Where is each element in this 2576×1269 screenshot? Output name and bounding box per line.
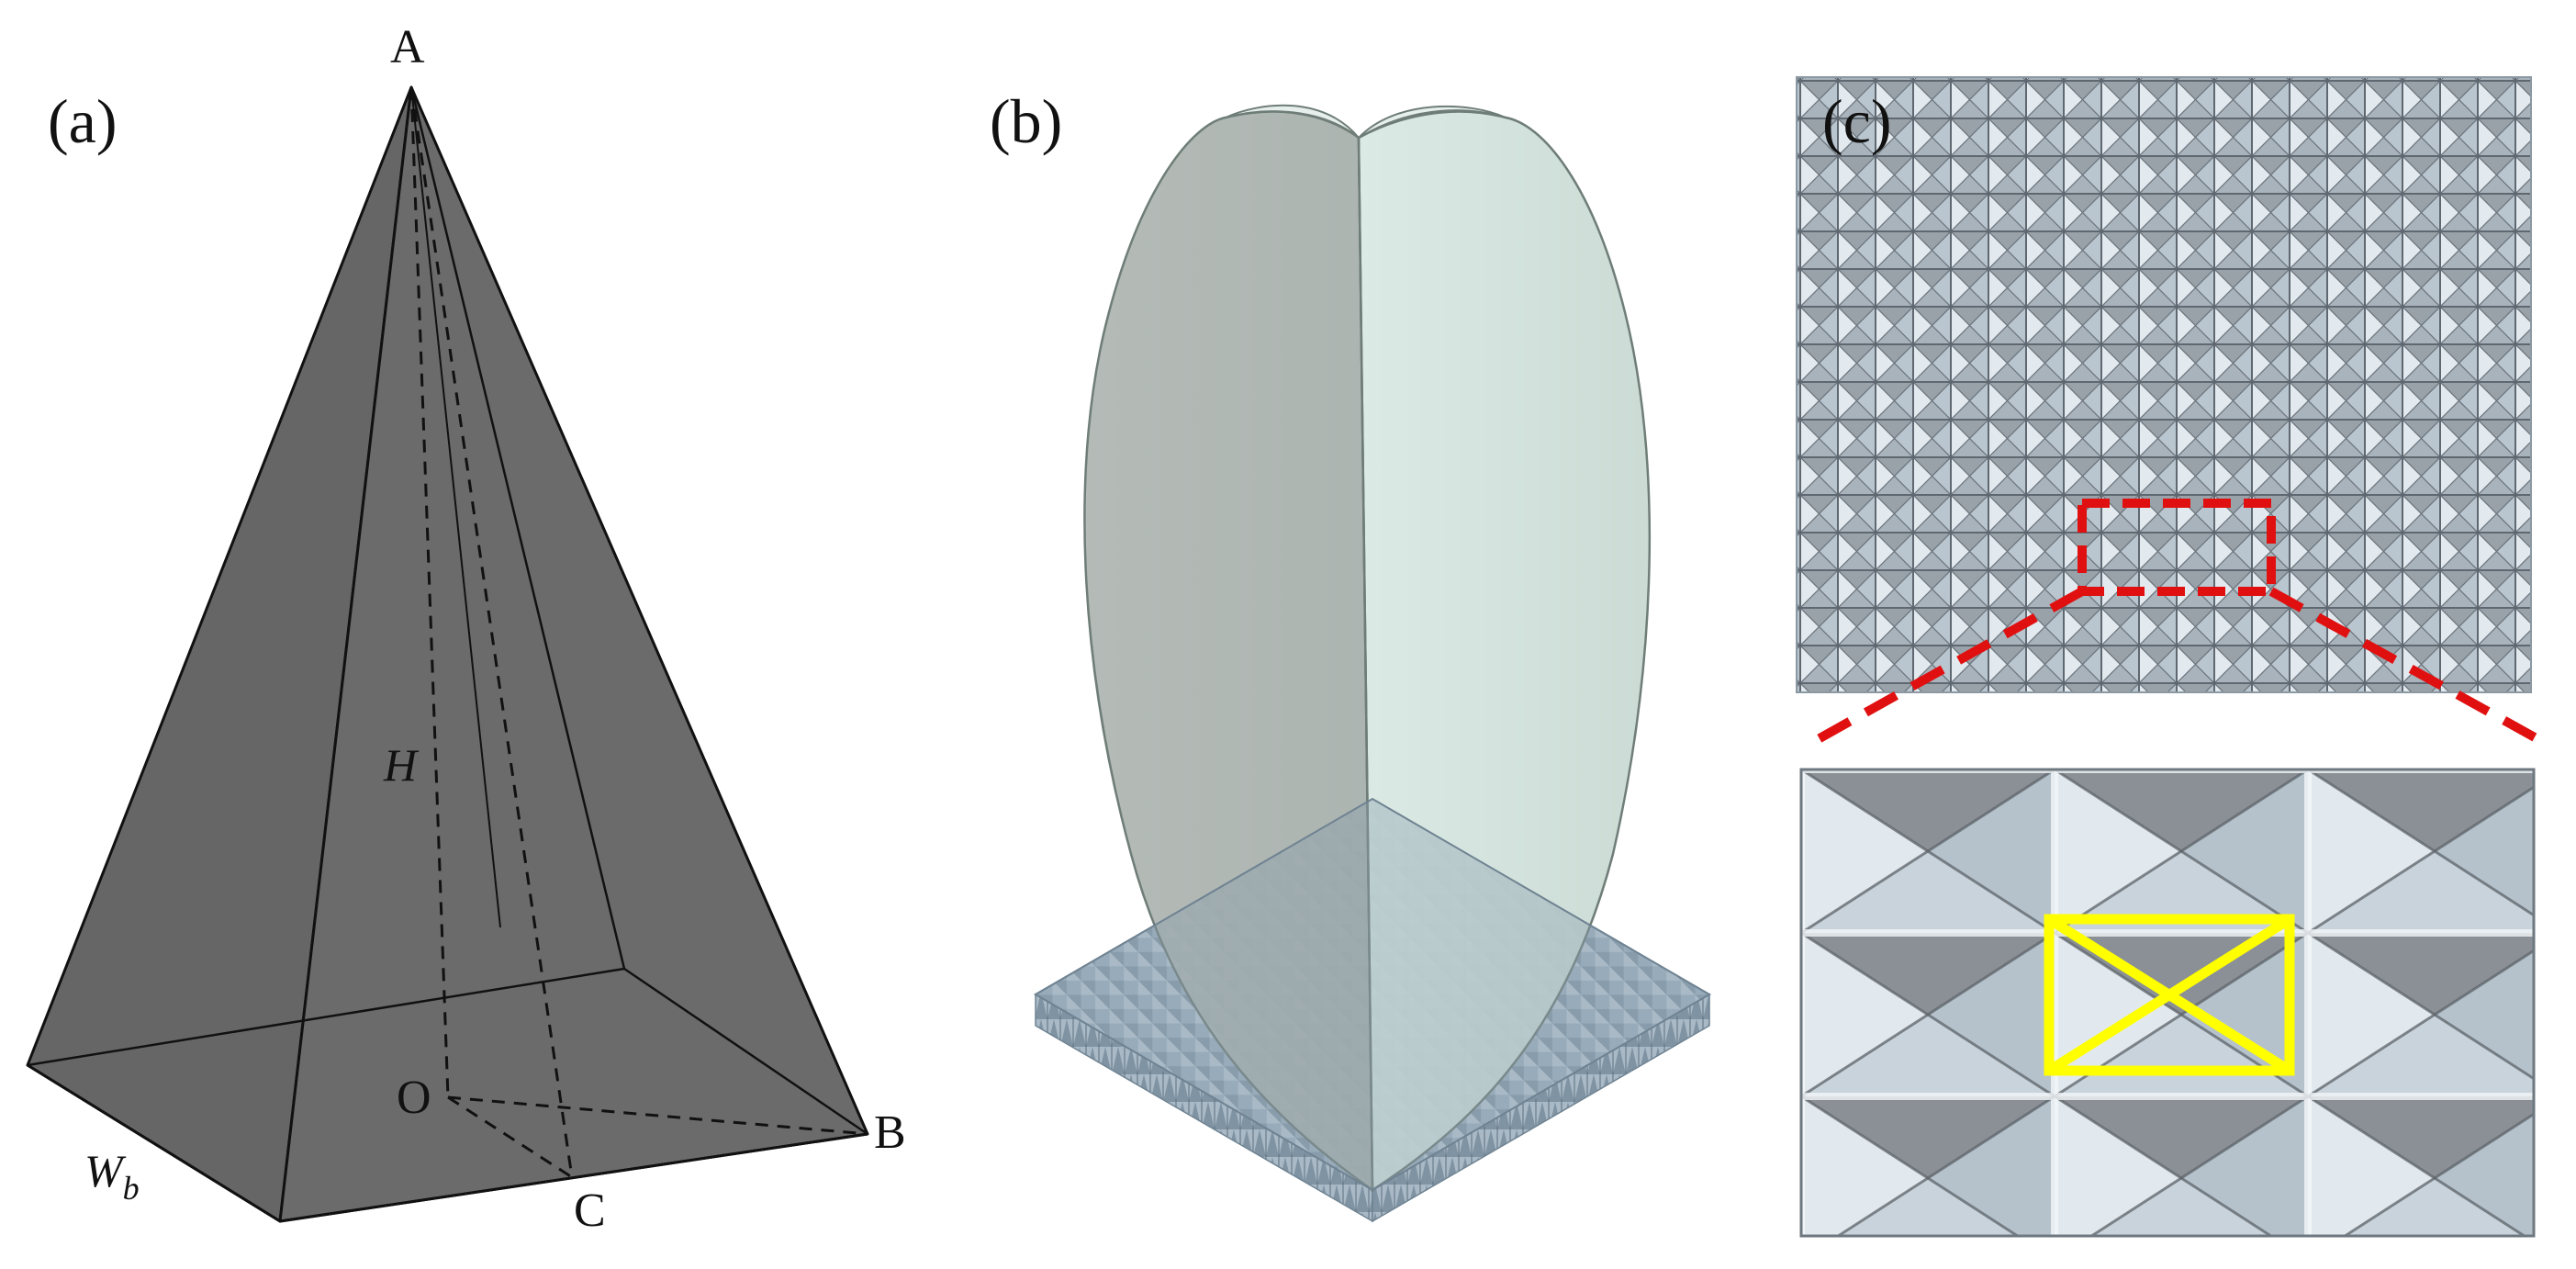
point-label-apex: A	[390, 21, 425, 73]
pyramid-grid-zoomed	[1801, 769, 2534, 1236]
panel-b-radiation-pattern: (b)	[990, 86, 1711, 1223]
pyramid-hidden-edge-back-right	[623, 967, 868, 1136]
panel-c-label: (c)	[1822, 86, 1891, 156]
pyramid-array-plate-overlay	[1034, 797, 1711, 1192]
panel-a-pyramid-diagram: (a) A B O C H Wb	[26, 21, 906, 1237]
pyramid-grid-top-view	[1796, 76, 2532, 693]
height-symbol: H	[383, 739, 420, 791]
pyramid-base-edge-right	[279, 1132, 868, 1223]
pyramid-grid-zoomed-border	[1799, 768, 2536, 1238]
point-label-base-center: O	[397, 1072, 431, 1124]
base-width-symbol: Wb	[84, 1145, 140, 1207]
radiation-lobe-top-cap	[1225, 104, 1506, 140]
pyramid-hidden-edge-back-left	[27, 967, 625, 1067]
apex-to-front-edge	[410, 86, 501, 928]
panel-c-surface-view: (c)	[1796, 76, 2546, 1238]
panel-b-label: (b)	[990, 86, 1062, 156]
construction-lines	[409, 86, 868, 1179]
apex-to-corner-edge	[409, 86, 869, 1135]
point-label-corner: B	[874, 1106, 906, 1159]
point-label-edge-midpoint: C	[574, 1185, 606, 1237]
radiation-lobe-seam	[1357, 137, 1374, 1191]
pyramid-hidden-edge-apex-back	[409, 86, 626, 970]
zoom-selection-box	[2078, 499, 2276, 596]
panel-a-label: (a)	[48, 86, 117, 156]
unit-cell-highlight	[2044, 914, 2295, 1076]
pyramid-base-edge-front	[27, 1063, 281, 1223]
